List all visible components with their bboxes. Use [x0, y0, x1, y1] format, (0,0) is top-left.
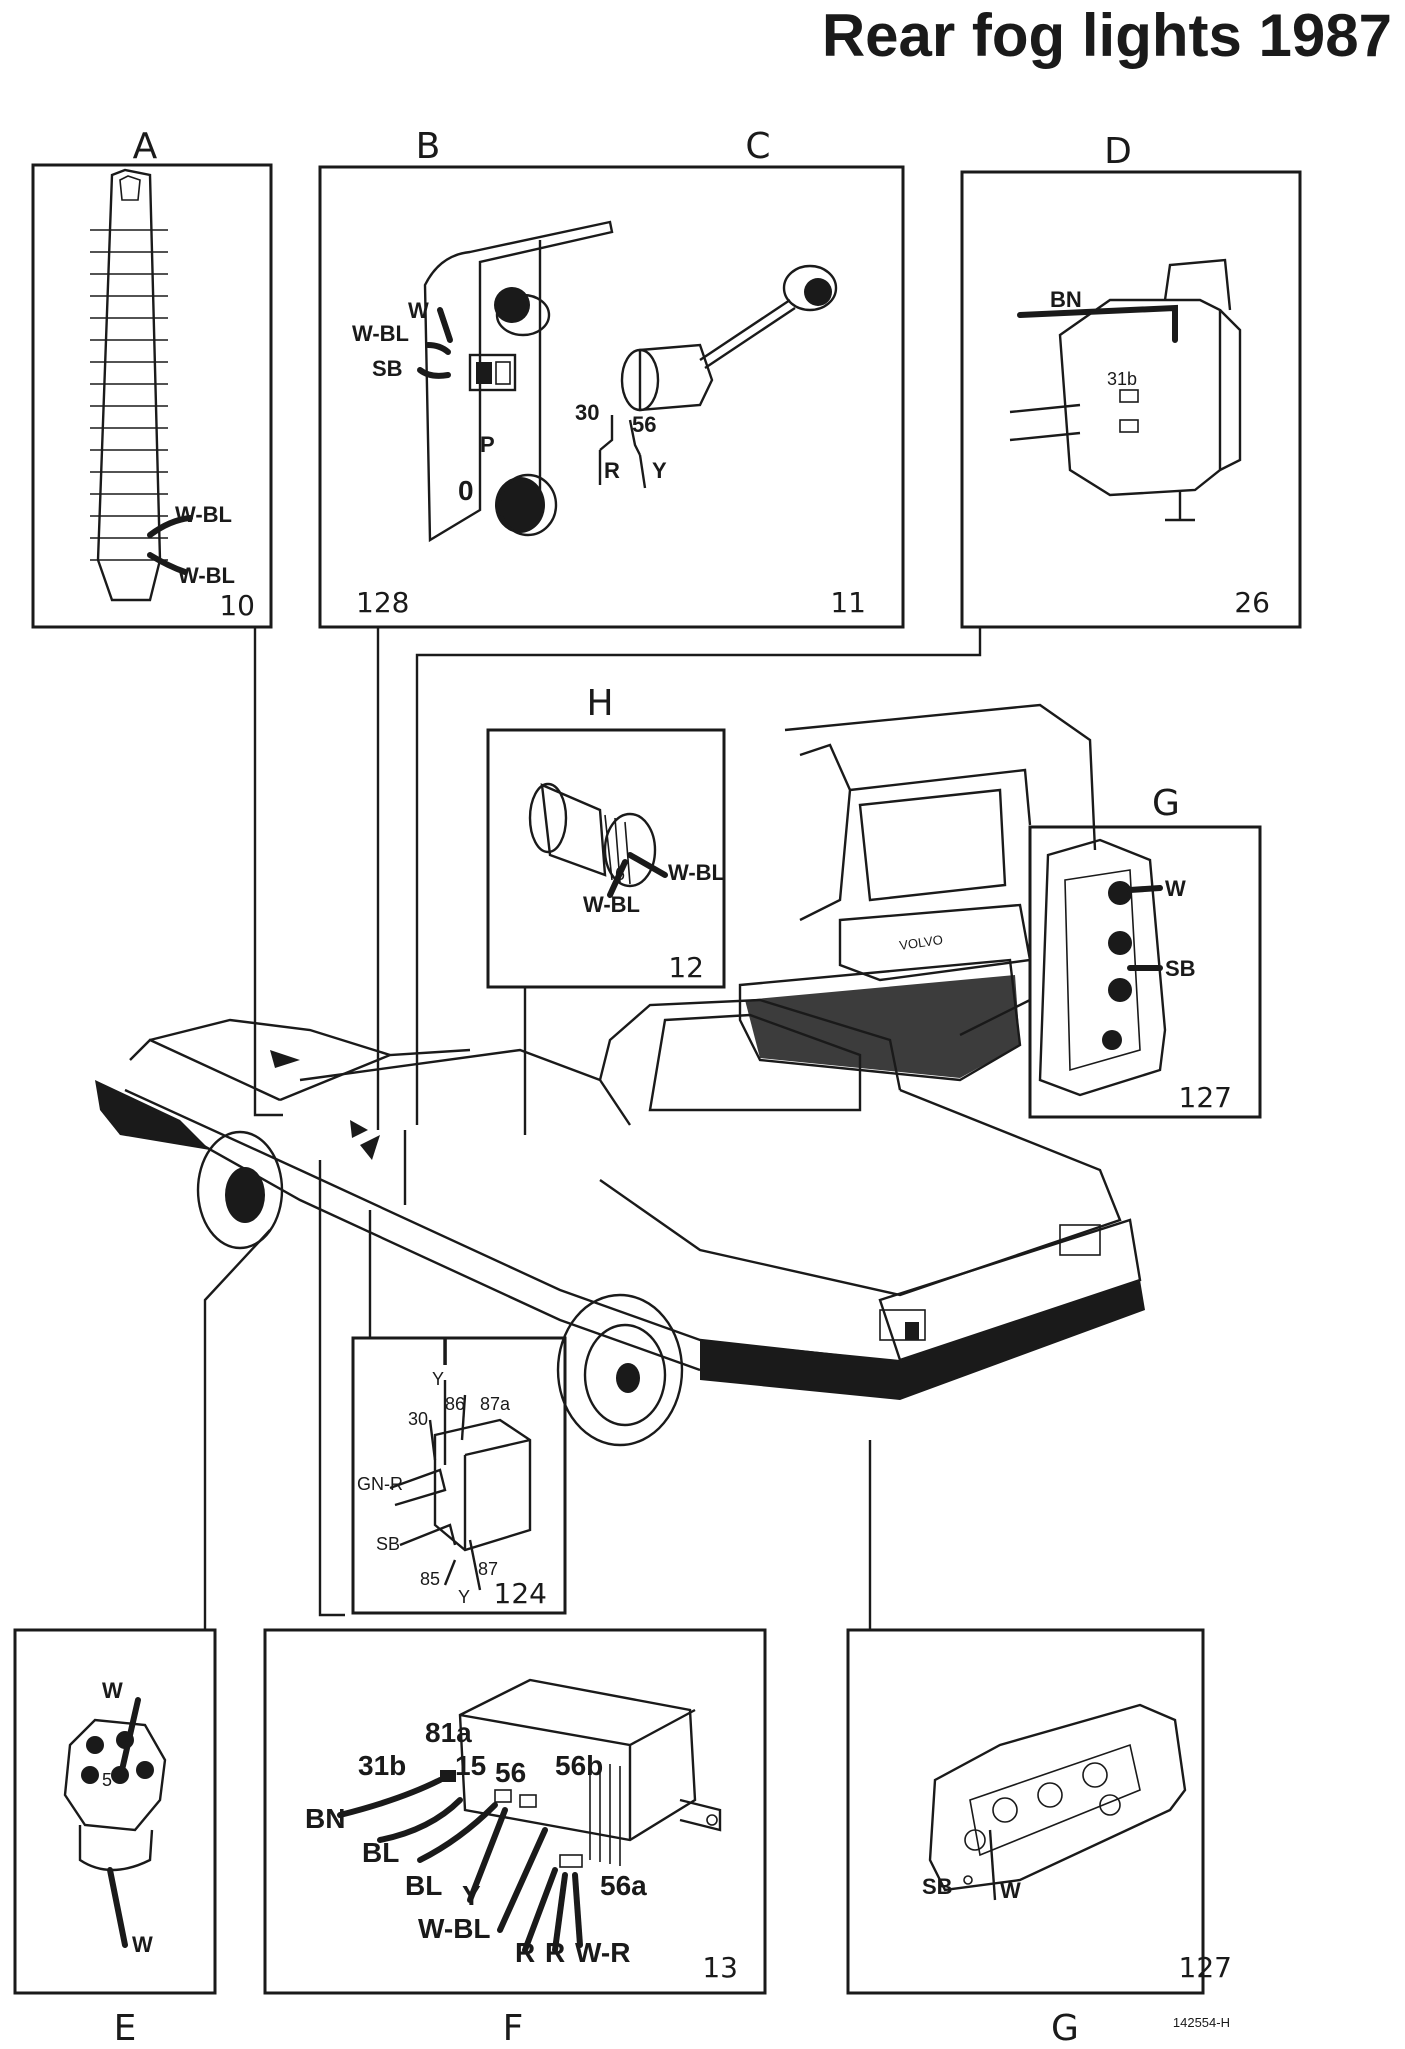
panel-a-label-wbl-1: W-BL — [175, 502, 232, 527]
panel-g-bottom-frame — [846, 1628, 1205, 1995]
panel-i-label-y-bottom: Y — [458, 1587, 470, 1607]
diagram-title: Rear fog lights 1987 — [822, 2, 1392, 69]
panel-g-bottom-letter: G — [1051, 2008, 1079, 2049]
panel-i-label-30: 30 — [408, 1409, 428, 1429]
panel-f-label-r-1: R — [515, 1937, 535, 1968]
control-unit-illustration — [337, 1678, 722, 1953]
panel-c-label-30: 30 — [575, 400, 599, 425]
panel-i-label-sb: SB — [376, 1534, 400, 1554]
panel-a-label-wbl-2: W-BL — [178, 563, 235, 588]
panel-f-number: 13 — [702, 1951, 738, 1984]
panel-f-label-56a: 56a — [600, 1870, 647, 1901]
switch-panel-illustration — [417, 220, 614, 543]
panel-c-label-r: R — [604, 458, 620, 483]
panel-d-frame — [960, 170, 1302, 629]
connector-e-illustration — [63, 1697, 167, 1948]
panel-g-top-number: 127 — [1179, 1081, 1232, 1114]
panel-b-letter: B — [416, 126, 441, 167]
car-illustration — [95, 998, 1145, 1447]
panel-b-label-w: W — [408, 298, 429, 323]
panel-f-letter: F — [503, 2008, 524, 2049]
panel-h-label-wbl-2: W-BL — [583, 892, 640, 917]
panel-g-bottom-label-w: W — [1000, 1878, 1021, 1903]
panel-i-label-87: 87 — [478, 1559, 498, 1579]
panel-c-number: 11 — [830, 586, 866, 619]
panel-e-label-w-bottom: W — [132, 1932, 153, 1957]
panel-g-top-label-sb: SB — [1165, 956, 1196, 981]
panel-c-label-y: Y — [652, 458, 667, 483]
panel-f-label-31b: 31b — [358, 1750, 406, 1781]
tail-light-top-illustration — [1038, 838, 1167, 1097]
panel-i-letter: I — [440, 1333, 451, 1374]
panel-b-label-wbl: W-BL — [352, 321, 409, 346]
connector-h-illustration — [528, 782, 668, 898]
panel-a-frame — [31, 163, 273, 629]
panel-f-label-15: 15 — [455, 1750, 486, 1781]
panel-c-label-56: 56 — [632, 412, 656, 437]
panel-f-label-bl-2: BL — [405, 1870, 442, 1901]
panel-e-label-w-top: W — [102, 1678, 123, 1703]
panel-d-letter: D — [1104, 131, 1132, 172]
leader-lines — [203, 627, 1031, 1630]
panel-f-label-bl-1: BL — [362, 1837, 399, 1868]
panel-b-label-sb: SB — [372, 356, 403, 381]
panel-h-label-wbl-1: W-BL — [668, 860, 725, 885]
panel-g-top-label-w: W — [1165, 876, 1186, 901]
panel-c-letter: C — [745, 126, 770, 167]
panel-f-label-y: Y — [462, 1880, 481, 1911]
panel-i-label-gnr: GN-R — [357, 1474, 403, 1494]
panel-g-top-frame — [1028, 825, 1262, 1119]
panel-e-frame — [13, 1628, 217, 1995]
panel-a-number: 10 — [219, 589, 255, 622]
panel-b-label-0: 0 — [458, 475, 474, 506]
reference-number: 142554-H — [1173, 2015, 1230, 2030]
bulb-holder-illustration — [1009, 258, 1242, 522]
relay-illustration — [389, 1380, 532, 1591]
panel-f-label-r-2: R — [545, 1937, 565, 1968]
panel-i-label-86: 86 — [445, 1394, 465, 1414]
panel-f-label-56: 56 — [495, 1757, 526, 1788]
panel-i-label-87a: 87a — [480, 1394, 511, 1414]
volvo-badge: VOLVO — [898, 932, 944, 953]
panel-h-frame — [486, 728, 726, 989]
panel-b-label-p: P — [480, 432, 495, 457]
panel-f-frame — [263, 1628, 767, 1995]
panel-f-label-wbl: W-BL — [418, 1913, 491, 1944]
panel-b-number: 128 — [356, 586, 409, 619]
panel-i-frame — [351, 1336, 567, 1615]
panel-f-label-wr: W-R — [575, 1937, 630, 1968]
panel-i-label-y-top: Y — [432, 1369, 444, 1389]
panel-e-letter: E — [114, 2008, 137, 2049]
estate-rear-illustration: VOLVO — [738, 703, 1097, 1082]
panel-h-label-6: 6 — [615, 864, 625, 884]
switch-unit-illustration — [598, 264, 838, 489]
panel-h-number: 12 — [668, 951, 704, 984]
panel-a-letter: A — [133, 126, 158, 167]
panel-e-label-5: 5 — [102, 1770, 112, 1790]
panel-h-letter: H — [586, 683, 613, 724]
tail-light-bottom-illustration — [928, 1703, 1187, 1901]
panel-i-label-85: 85 — [420, 1569, 440, 1589]
fuse-box-illustration — [90, 168, 193, 602]
panel-d-label-31b: 31b — [1107, 369, 1137, 389]
panel-f-label-56b: 56b — [555, 1750, 603, 1781]
panel-d-label-bn: BN — [1050, 287, 1082, 312]
panel-f-label-81a: 81a — [425, 1717, 472, 1748]
panel-d-number: 26 — [1234, 586, 1270, 619]
panel-g-bottom-label-sb: SB — [922, 1874, 953, 1899]
panel-i-number: 124 — [494, 1577, 547, 1610]
panel-bc-frame — [318, 165, 905, 629]
panel-g-bottom-number: 127 — [1179, 1951, 1232, 1984]
panel-g-top-letter: G — [1152, 783, 1180, 824]
panel-f-label-bn: BN — [305, 1803, 345, 1834]
